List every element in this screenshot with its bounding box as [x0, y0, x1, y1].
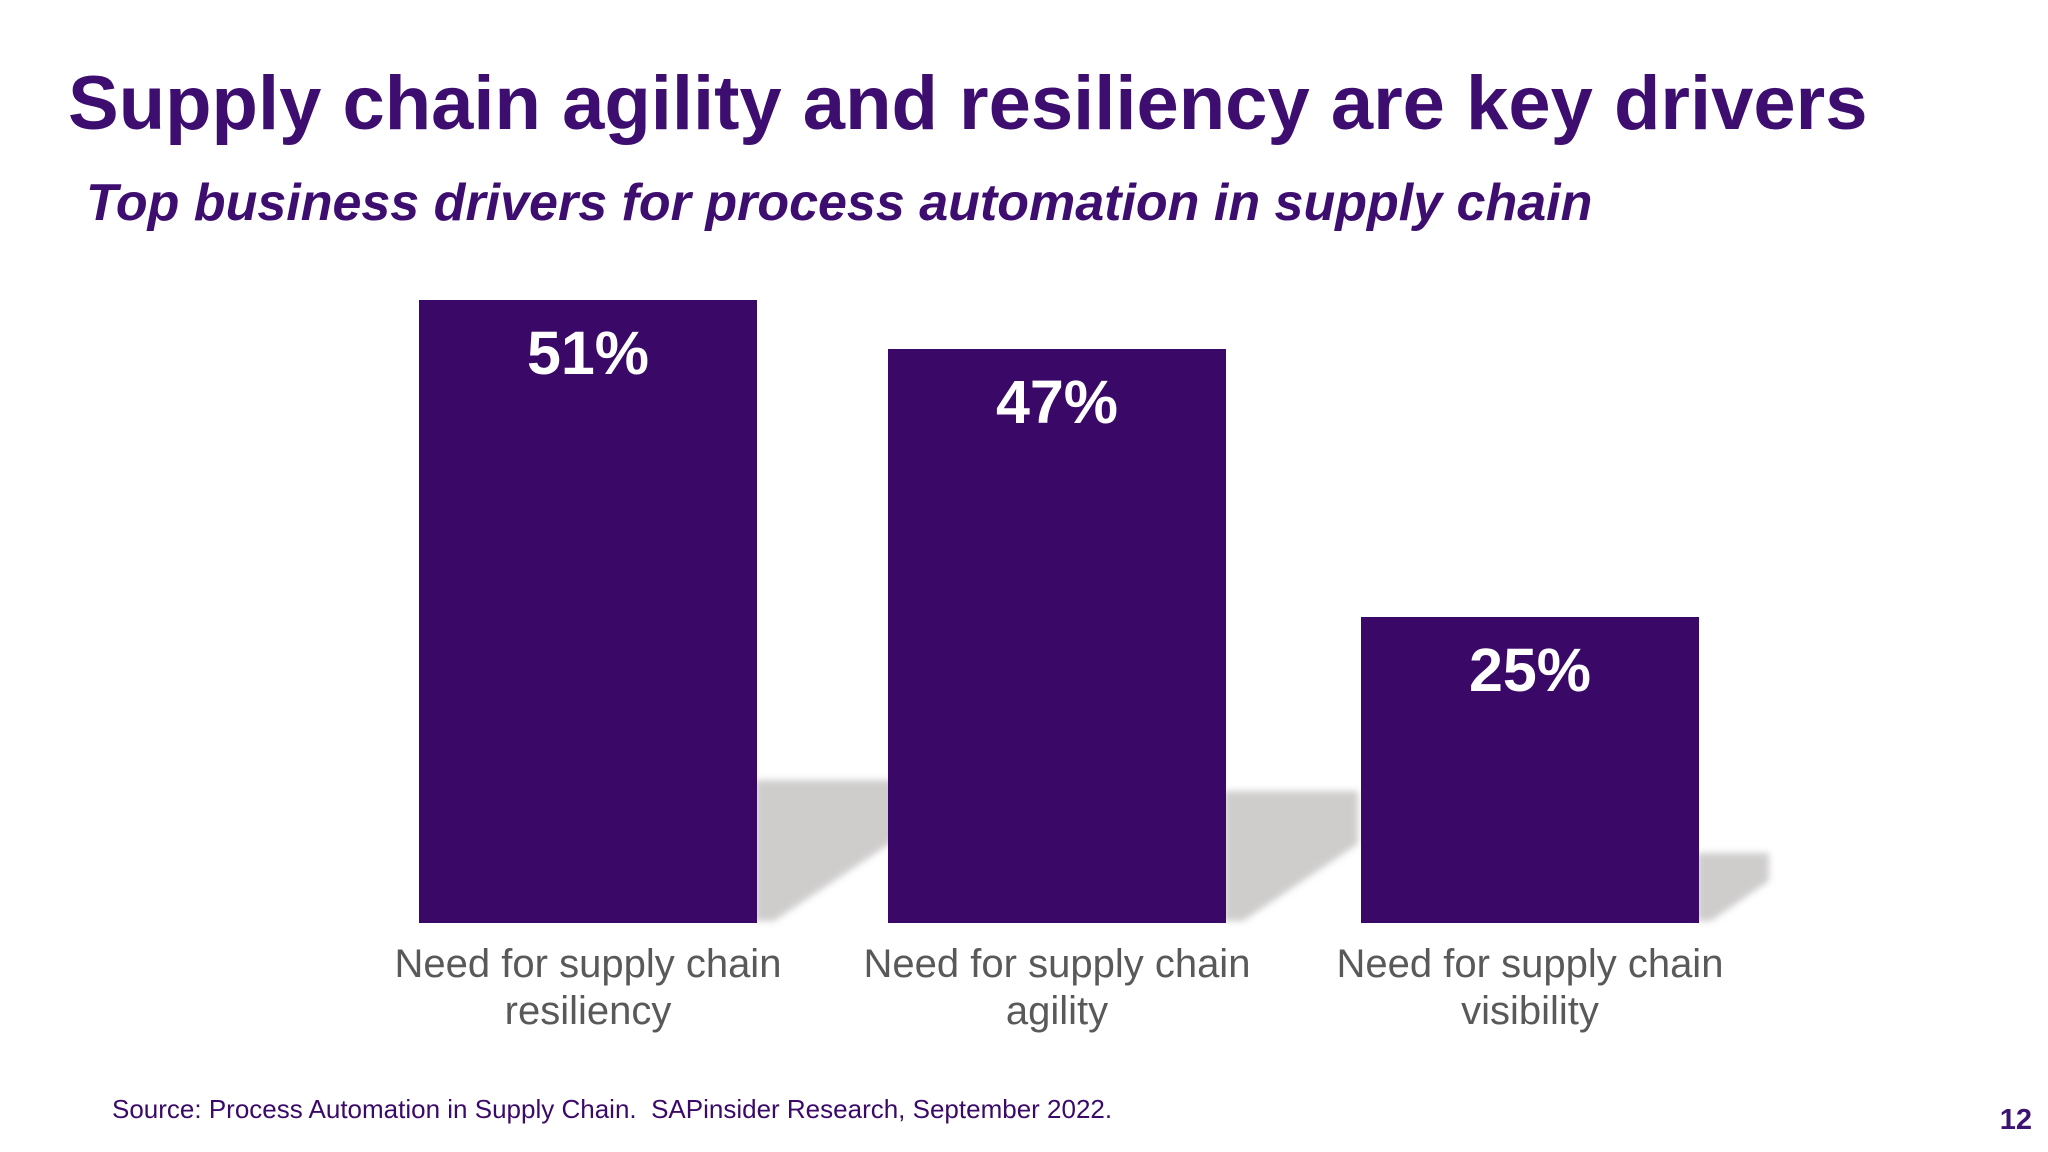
bar-shadow: [1224, 791, 1358, 921]
slide-title: Supply chain agility and resiliency are …: [68, 61, 1868, 146]
bar-2: [888, 349, 1226, 923]
page-number: 12: [1999, 1104, 2032, 1136]
slide-subtitle: Top business drivers for process automat…: [86, 174, 1593, 232]
bar-shadow: [1697, 853, 1769, 921]
bar-value-label: 47%: [995, 368, 1119, 436]
source-note: Source: Process Automation in Supply Cha…: [112, 1094, 1113, 1124]
bar-value-label: 25%: [1468, 636, 1592, 704]
bar-value-label: 51%: [526, 319, 650, 387]
bar-shadow: [755, 780, 900, 921]
bar-1: [419, 300, 757, 923]
bar-3: [1361, 617, 1699, 923]
